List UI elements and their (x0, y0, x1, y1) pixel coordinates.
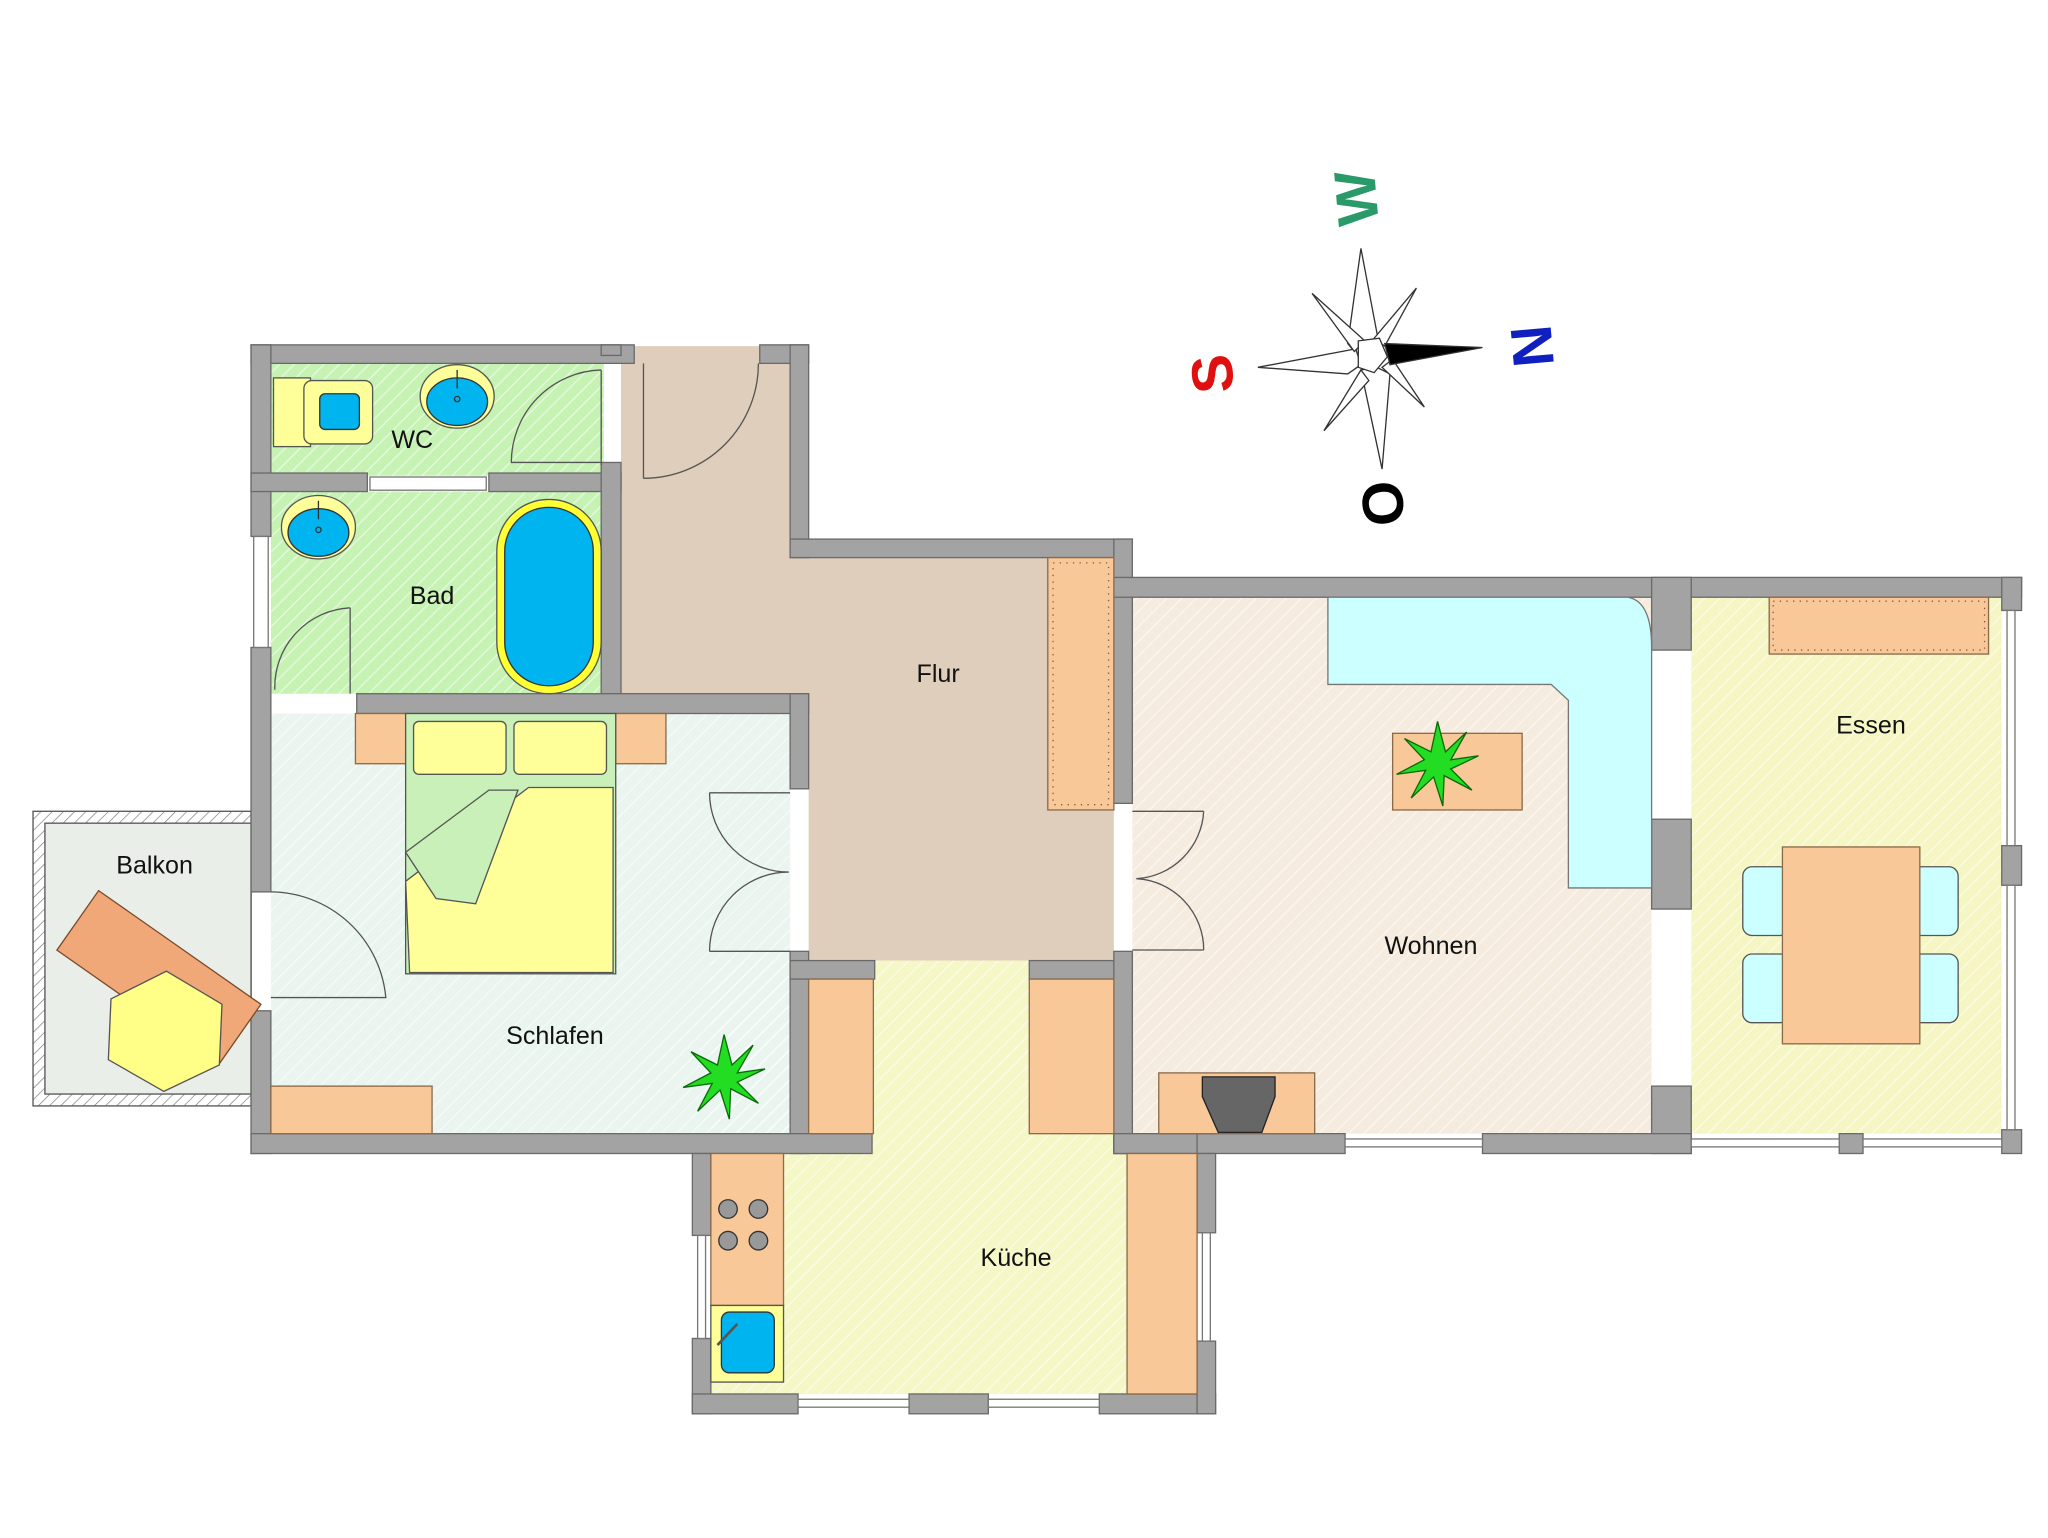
cabinet-kueche-right (1028, 978, 1115, 1135)
bad-sink-icon (280, 494, 357, 560)
walls (250, 344, 2023, 1415)
room-flur (621, 346, 1114, 961)
compass-south: S (1179, 352, 1247, 396)
label-essen: Essen (1836, 711, 1906, 739)
compass-rose: W N S O (1179, 168, 1567, 529)
compass-north: N (1498, 322, 1566, 369)
bed-icon (354, 712, 667, 975)
sun-lounger-icon (55, 889, 262, 1093)
cabinet-kueche-left (807, 978, 875, 1135)
label-balkon: Balkon (116, 851, 193, 879)
label-bad: Bad (410, 582, 455, 610)
compass-west: W (1322, 168, 1392, 228)
bathtub-icon (496, 498, 602, 695)
label-schlafen: Schlafen (506, 1022, 604, 1050)
kitchen-sink-icon (710, 1304, 785, 1383)
tv-stand-icon (1158, 1072, 1316, 1135)
furniture (55, 364, 1990, 1395)
label-wohnen: Wohnen (1384, 932, 1477, 960)
stove-icon (710, 1152, 785, 1307)
room-labels: WC Bad Flur Schlafen Balkon Küche Wohnen… (116, 426, 1906, 1272)
doors (270, 363, 1205, 999)
label-flur: Flur (917, 660, 960, 688)
windows (253, 535, 2016, 1408)
toilet-icon (272, 377, 374, 448)
sideboard-essen (1768, 596, 1990, 655)
dining-table-icon (1742, 846, 1959, 1045)
label-kueche: Küche (980, 1244, 1051, 1272)
sofa-icon (1327, 596, 1653, 889)
compass-east: O (1349, 478, 1418, 529)
counter-kueche (1126, 1152, 1198, 1395)
wc-sink-icon (419, 364, 495, 429)
label-wc: WC (391, 426, 433, 454)
cabinet-flur (1047, 556, 1115, 811)
compass-star-icon (1257, 248, 1483, 470)
wardrobe-schlafen (270, 1085, 433, 1135)
